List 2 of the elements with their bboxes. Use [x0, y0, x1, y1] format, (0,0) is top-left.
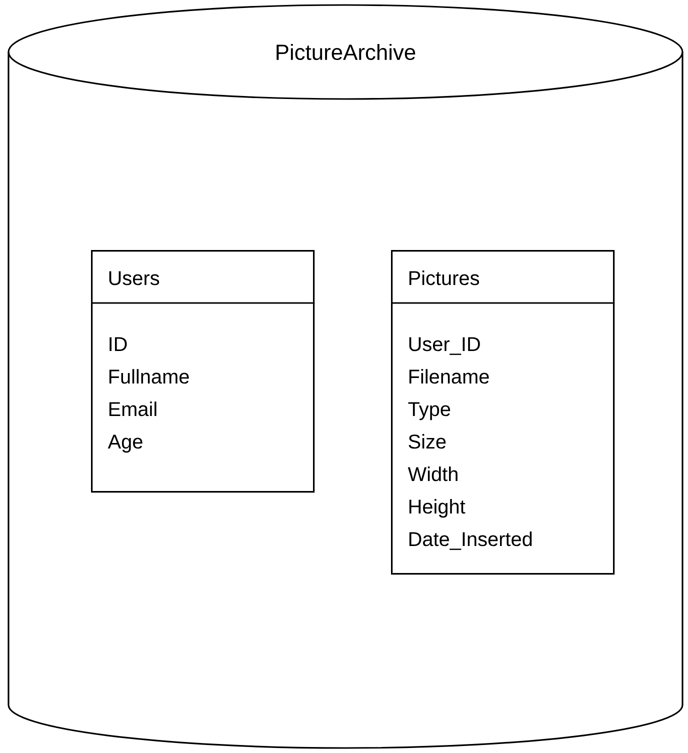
table-box: Users ID Fullname Email Age: [91, 250, 315, 493]
table-box: Pictures User_ID Filename Type Size Width Height Date_Inserted: [391, 250, 615, 575]
